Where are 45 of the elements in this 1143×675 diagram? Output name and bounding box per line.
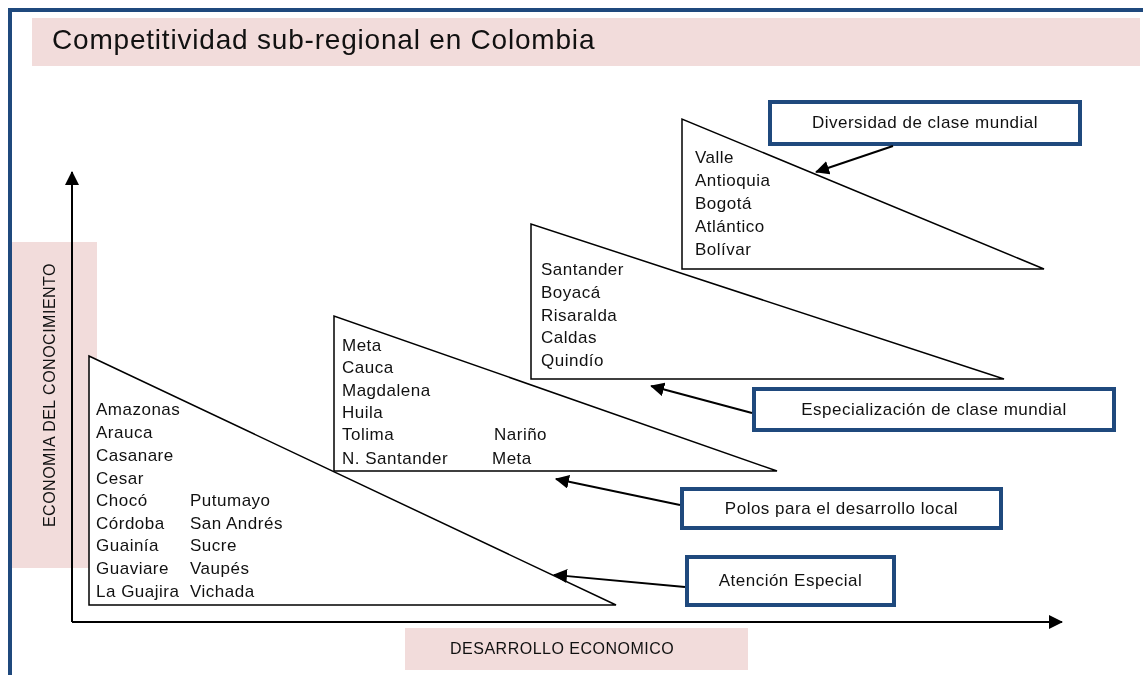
category-box: Atención Especial (685, 555, 896, 607)
region-name: Casanare (96, 446, 174, 466)
region-name: Valle (695, 148, 735, 168)
region-name: La Guajira (96, 582, 180, 602)
region-name: Cauca (342, 358, 394, 378)
region-name: Guaviare (96, 559, 169, 579)
region-name: Caldas (541, 328, 597, 348)
region-name: Amazonas (96, 400, 181, 420)
region-name: Sucre (190, 536, 237, 556)
region-name: Antioquia (695, 171, 771, 191)
region-name: Vaupés (190, 559, 250, 579)
region-name: Huila (342, 403, 384, 423)
region-name: Atlántico (695, 217, 765, 237)
category-box: Diversidad de clase mundial (768, 100, 1082, 146)
arrow (815, 145, 894, 175)
region-name: Bogotá (695, 194, 752, 214)
region-name: Magdalena (342, 381, 431, 401)
region-name: Meta (492, 449, 532, 469)
arrow (650, 382, 753, 414)
region-name: Santander (541, 260, 624, 280)
triangle-shape (681, 118, 1045, 270)
axis-label: ECONOMIA DEL CONOCIMIENTO (41, 262, 59, 528)
region-name: Risaralda (541, 306, 618, 326)
axis-label: DESARROLLO ECONOMICO (450, 640, 675, 658)
title: Competitividad sub-regional en Colombia (52, 24, 596, 56)
arrow (553, 569, 686, 588)
region-name: Meta (342, 336, 382, 356)
region-name: Vichada (190, 582, 255, 602)
region-name: Córdoba (96, 514, 165, 534)
region-name: Boyacá (541, 283, 601, 303)
region-name: Putumayo (190, 491, 271, 511)
arrow (554, 474, 681, 506)
region-name: Cesar (96, 469, 144, 489)
region-name: Bolívar (695, 240, 752, 260)
region-name: Guainía (96, 536, 160, 556)
category-box: Especialización de clase mundial (752, 387, 1116, 432)
category-box: Polos para el desarrollo local (680, 487, 1003, 530)
triangle-shape (88, 355, 617, 606)
region-name: Quindío (541, 351, 605, 371)
region-name: N. Santander (342, 449, 449, 469)
region-name: Chocó (96, 491, 148, 511)
region-name: Tolima (342, 425, 395, 445)
region-name: Nariño (494, 425, 548, 445)
region-name: Arauca (96, 423, 153, 443)
region-name: San Andrés (190, 514, 283, 534)
